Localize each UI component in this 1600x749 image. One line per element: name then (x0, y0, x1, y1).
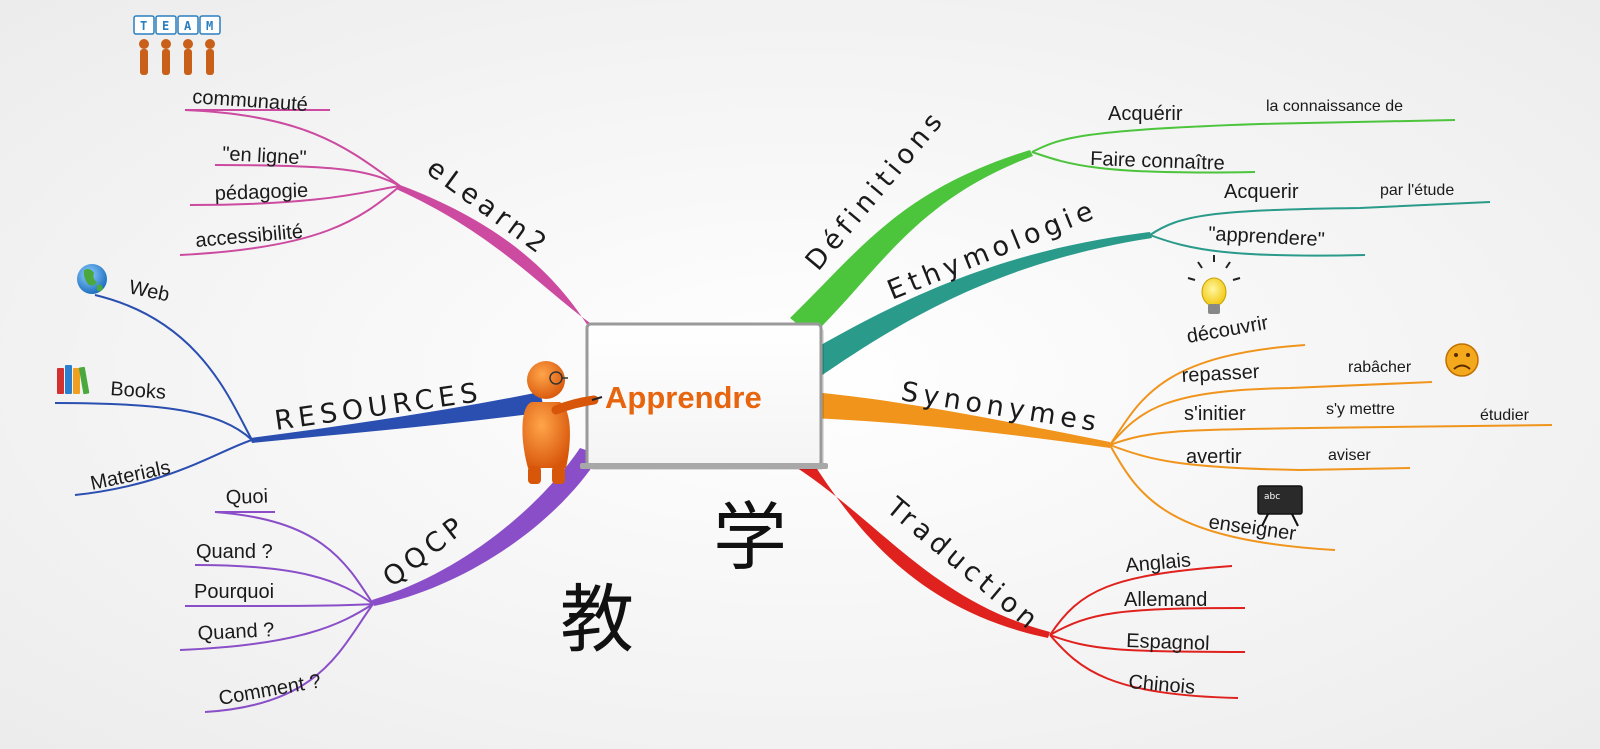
definitions-leaf-lines (1031, 119, 1456, 174)
team-signs (133, 15, 221, 35)
definitions-main-branch (790, 150, 1033, 336)
cjk-character-xue: 学 (713, 495, 787, 581)
qqcp-main-branch (372, 448, 600, 606)
chalkboard-text: abc (1264, 492, 1280, 502)
team-letter-e: E (162, 19, 169, 33)
books-icon (57, 365, 90, 395)
elearn-leaf-lines (179, 109, 401, 256)
team-letter-a: A (184, 19, 192, 33)
chalkboard-icon: abc (1257, 485, 1303, 527)
resources-leaf-lines (54, 294, 253, 496)
synonymes-sub-sy-mettre[interactable]: s'y mettre (1326, 401, 1395, 418)
sad-face-icon (1445, 343, 1479, 377)
elearn-leaf-pedagogie[interactable]: pédagogie (214, 180, 308, 205)
globe-icon (77, 264, 107, 294)
synonymes-sub-aviser[interactable]: aviser (1328, 447, 1371, 464)
etymologie-leaf-lines (1149, 201, 1491, 257)
synonymes-leaf-avertir[interactable]: avertir (1186, 446, 1242, 468)
traduction-leaf-espagnol[interactable]: Espagnol (1126, 630, 1210, 655)
whiteboard-tray (580, 463, 828, 469)
resources-leaf-books[interactable]: Books (110, 378, 167, 404)
synonymes-sub-etudier[interactable]: étudier (1480, 407, 1530, 424)
traduction-main-branch (788, 458, 1050, 638)
traduction-leaf-allemand[interactable]: Allemand (1124, 589, 1207, 611)
qqcp-leaf-quoi[interactable]: Quoi (225, 486, 268, 509)
traduction-leaf-lines (1049, 565, 1246, 699)
definitions-leaf-faire-connaitre[interactable]: Faire connaître (1090, 148, 1225, 175)
qqcp-leaf-quand-2[interactable]: Quand ? (197, 619, 275, 645)
resources-main-branch (250, 392, 545, 443)
center-title[interactable]: Apprendre (605, 380, 762, 415)
teacher-figure-icon (522, 361, 603, 484)
definitions-sub-la-connaissance[interactable]: la connaissance de (1266, 98, 1403, 115)
team-letter-t: T (140, 19, 147, 33)
qqcp-leaf-pourquoi[interactable]: Pourquoi (194, 581, 274, 603)
synonymes-main-branch (812, 392, 1110, 448)
team-figure (139, 39, 215, 75)
etymologie-leaf-acquerir[interactable]: Acquerir (1224, 181, 1299, 203)
team-figures-icon: T E A M (133, 15, 221, 75)
cjk-character-jiao: 教 (560, 577, 634, 663)
team-letter-m: M (206, 19, 213, 33)
qqcp-leaf-quand-1[interactable]: Quand ? (196, 541, 273, 563)
synonymes-leaf-sinitier[interactable]: s'initier (1184, 403, 1246, 425)
elearn-leaf-en-ligne[interactable]: "en ligne" (222, 143, 307, 169)
qqcp-leaf-lines (179, 511, 374, 713)
synonymes-sub-rabacher[interactable]: rabâcher (1348, 359, 1412, 376)
lightbulb-icon (1187, 255, 1241, 314)
synonymes-leaf-lines (1109, 344, 1553, 551)
synonymes-leaf-repasser[interactable]: repasser (1181, 361, 1260, 387)
definitions-leaf-acquerir[interactable]: Acquérir (1108, 103, 1183, 125)
center-whiteboard[interactable]: Apprendre (580, 322, 828, 470)
etymologie-sub-par-letude[interactable]: par l'étude (1380, 182, 1454, 199)
